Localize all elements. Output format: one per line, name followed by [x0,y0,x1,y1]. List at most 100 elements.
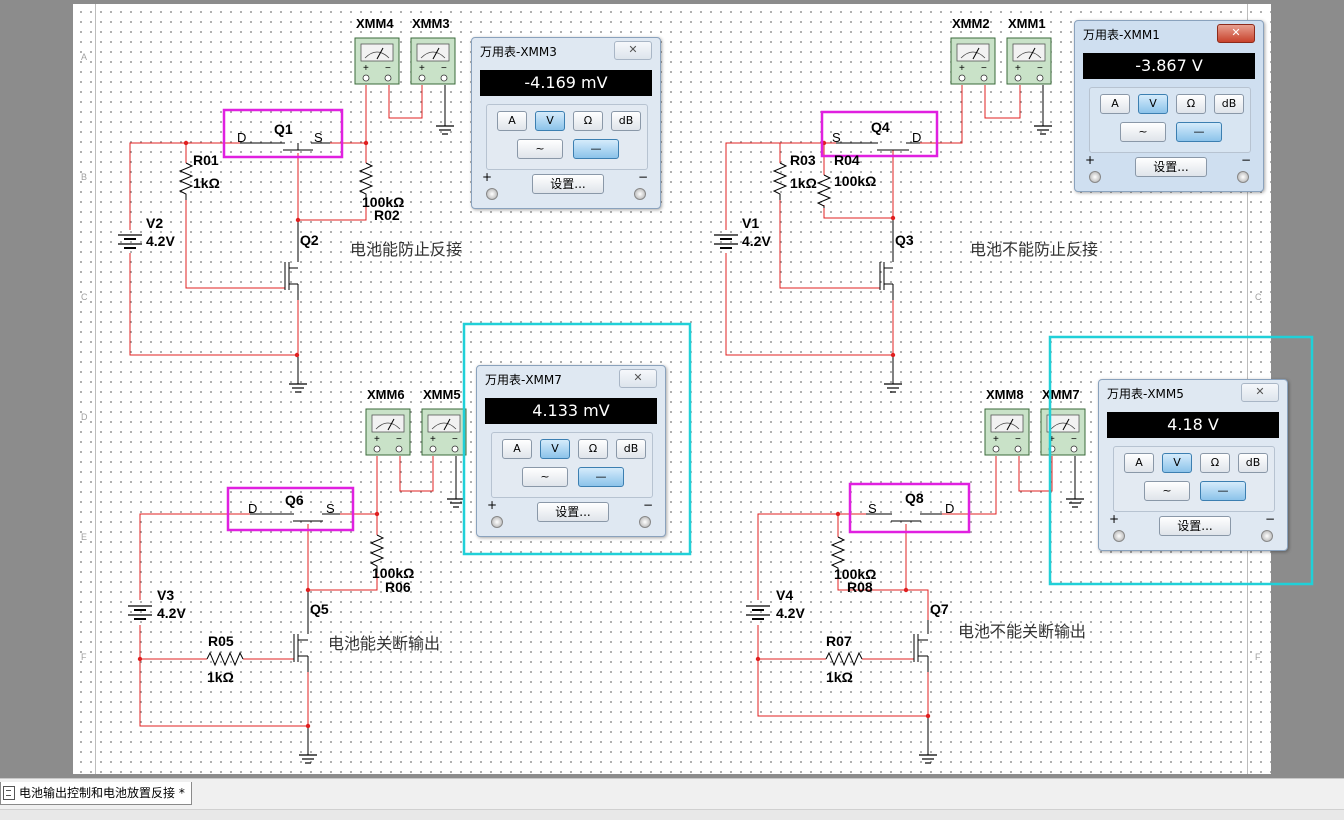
dc-button[interactable]: — [573,139,619,159]
plus-terminal-icon[interactable] [486,188,498,200]
db-button[interactable]: dB [611,111,641,131]
meter-controls: A V Ω dB ~ — [1113,446,1275,512]
value-r03: 1kΩ [790,175,817,191]
label-q4: Q4 [871,119,890,135]
label-r03: R03 [790,152,816,168]
voltmeter-button[interactable]: V [540,439,570,459]
schematic-sheet[interactable]: A B C D E F A B C D E F [73,4,1271,774]
voltmeter-button[interactable]: V [535,111,565,131]
meter-controls: A V Ω dB ~ — [491,432,653,498]
note-bottom-right: 电池不能关断输出 [958,623,1086,641]
close-icon[interactable]: ✕ [614,41,652,60]
label-v1: V1 [742,215,759,231]
minus-terminal-label: − [642,498,653,512]
highlight-q8 [848,482,971,534]
value-r02: 100kΩ [362,194,404,210]
plus-terminal-icon[interactable] [1089,171,1101,183]
ohmmeter-button[interactable]: Ω [573,111,603,131]
ammeter-button[interactable]: A [502,439,532,459]
horizontal-scrollbar[interactable] [0,809,1344,820]
plus-terminal-label: + [1109,512,1120,526]
close-icon[interactable]: ✕ [1217,24,1255,43]
voltmeter-button[interactable]: V [1138,94,1168,114]
plus-terminal-icon[interactable] [1113,530,1125,542]
settings-button[interactable]: 设置... [532,174,604,194]
ac-button[interactable]: ~ [1120,122,1166,142]
multimeter-panel-xmm7[interactable]: 万用表-XMM7 ✕ 4.133 mV A V Ω dB ~ — + − 设置.… [476,365,666,537]
note-top-left: 电池能防止反接 [350,241,462,259]
plus-terminal-label: + [482,170,493,184]
dc-button[interactable]: — [1200,481,1246,501]
ammeter-button[interactable]: A [497,111,527,131]
minus-terminal-label: − [1240,153,1251,167]
label-xmm5: XMM5 [423,387,461,402]
meter-title: 万用表-XMM7 [485,373,562,387]
label-r01: R01 [193,152,219,168]
settings-button[interactable]: 设置... [1135,157,1207,177]
q6-pin-s: S [326,501,335,516]
q8-pin-s: S [868,501,877,516]
label-v4: V4 [776,587,793,603]
meter-controls: A V Ω dB ~ — [486,104,648,170]
value-v3: 4.2V [157,605,186,621]
tab-label: 电池输出控制和电池放置反接 * [19,786,185,800]
minus-terminal-icon[interactable] [634,188,646,200]
border-label-a-left: A [81,52,88,62]
q1-pin-d: D [237,130,246,145]
border-label-c-right: C [1255,292,1262,302]
ac-button[interactable]: ~ [522,467,568,487]
ac-button[interactable]: ~ [517,139,563,159]
value-v1: 4.2V [742,233,771,249]
value-r07: 1kΩ [826,669,853,685]
minus-terminal-icon[interactable] [1237,171,1249,183]
multimeter-panel-xmm1[interactable]: 万用表-XMM1 ✕ -3.867 V A V Ω dB ~ — + − 设置.… [1074,20,1264,192]
value-r01: 1kΩ [193,175,220,191]
dc-button[interactable]: — [578,467,624,487]
minus-terminal-icon[interactable] [1261,530,1273,542]
minus-terminal-label: − [637,170,648,184]
dc-button[interactable]: — [1176,122,1222,142]
bottom-bar: 电池输出控制和电池放置反接 * [0,778,1344,820]
q6-pin-d: D [248,501,257,516]
multimeter-panel-xmm5[interactable]: 万用表-XMM5 ✕ 4.18 V A V Ω dB ~ — + − 设置... [1098,379,1288,551]
border-label-f-left: F [81,652,87,662]
label-q3: Q3 [895,232,914,248]
close-icon[interactable]: ✕ [1241,383,1279,402]
close-icon[interactable]: ✕ [619,369,657,388]
label-r05: R05 [208,633,234,649]
value-v2: 4.2V [146,233,175,249]
q4-pin-d: D [912,130,921,145]
minus-terminal-icon[interactable] [639,516,651,528]
ohmmeter-button[interactable]: Ω [1176,94,1206,114]
label-r04: R04 [834,152,860,168]
label-xmm6: XMM6 [367,387,405,402]
db-button[interactable]: dB [1238,453,1268,473]
ohmmeter-button[interactable]: Ω [1200,453,1230,473]
settings-button[interactable]: 设置... [537,502,609,522]
label-q8: Q8 [905,490,924,506]
settings-button[interactable]: 设置... [1159,516,1231,536]
ac-button[interactable]: ~ [1144,481,1190,501]
label-r02: R02 [374,207,400,223]
db-button[interactable]: dB [1214,94,1244,114]
tab-design[interactable]: 电池输出控制和电池放置反接 * [0,782,192,805]
border-label-f-right: F [1255,652,1261,662]
value-r06: 100kΩ [372,565,414,581]
label-xmm4: XMM4 [356,16,394,31]
label-q2: Q2 [300,232,319,248]
ammeter-button[interactable]: A [1124,453,1154,473]
ohmmeter-button[interactable]: Ω [578,439,608,459]
voltmeter-button[interactable]: V [1162,453,1192,473]
plus-terminal-label: + [487,498,498,512]
multimeter-panel-xmm3[interactable]: 万用表-XMM3 ✕ -4.169 mV A V Ω dB ~ — + − 设置… [471,37,661,209]
db-button[interactable]: dB [616,439,646,459]
plus-terminal-icon[interactable] [491,516,503,528]
label-q7: Q7 [930,601,949,617]
border-label-e-left: E [81,532,88,542]
ammeter-button[interactable]: A [1100,94,1130,114]
label-xmm2: XMM2 [952,16,990,31]
label-r07: R07 [826,633,852,649]
q4-pin-s: S [832,130,841,145]
sheet-border-left [95,4,96,774]
